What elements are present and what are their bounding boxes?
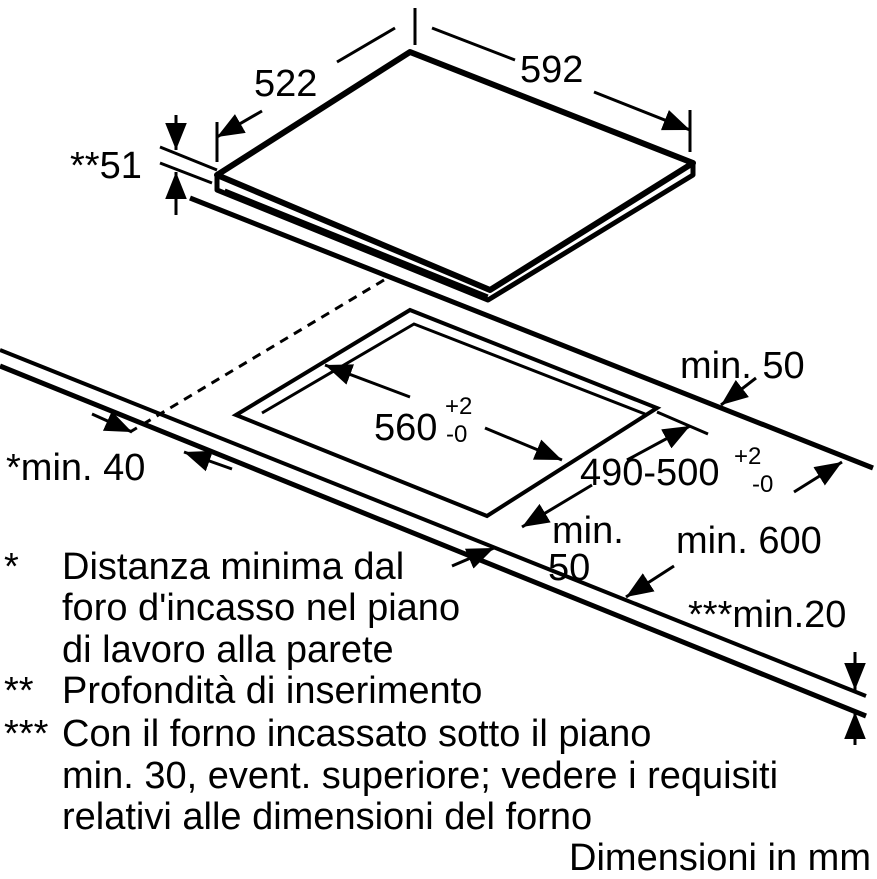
units-caption: Dimensioni in mm (569, 837, 871, 879)
note-3-line-2: min. 30, event. superiore; vedere i requ… (62, 755, 779, 797)
dim-min-wall: *min. 40 (6, 447, 145, 489)
dim-cutout-width: 560 (374, 407, 437, 449)
dim-hob-width: 592 (520, 49, 583, 91)
dim-min-back: min. 50 (680, 345, 805, 387)
dim-min-worktop: min. 600 (676, 520, 822, 562)
dim-min-thickness: ***min.20 (688, 594, 846, 636)
dim-insert-depth: **51 (70, 145, 142, 187)
note-1-mark: * (4, 546, 19, 588)
note-1-line-1: Distanza minima dal (62, 546, 405, 588)
note-3-line-3: relativi alle dimensioni del forno (62, 796, 593, 838)
dim-hob-depth: 522 (254, 63, 317, 105)
hob (214, 49, 696, 303)
dim-cutout-width-tol-minus: -0 (446, 421, 467, 448)
dim-cutout-depth-tol-plus: +2 (734, 443, 761, 470)
note-3-line-1: Con il forno incassato sotto il piano (62, 713, 652, 755)
note-3-mark: *** (4, 713, 49, 755)
dim-cutout-depth: 490-500 (580, 452, 719, 494)
note-2-line-1: Profondità di inserimento (62, 670, 483, 712)
worktop (0, 195, 874, 719)
note-1-line-3: di lavoro alla parete (62, 629, 394, 671)
dim-min-front-b: 50 (548, 547, 590, 589)
dimension-lines (91, 8, 866, 745)
note-1-line-2: foro d'incasso nel piano (62, 587, 461, 629)
dim-cutout-width-tol-plus: +2 (445, 393, 472, 420)
dim-cutout-depth-tol-minus: -0 (752, 471, 773, 498)
cutout (231, 307, 662, 519)
note-2-mark: ** (4, 670, 34, 712)
dim-min-front-a: min. (552, 510, 624, 552)
